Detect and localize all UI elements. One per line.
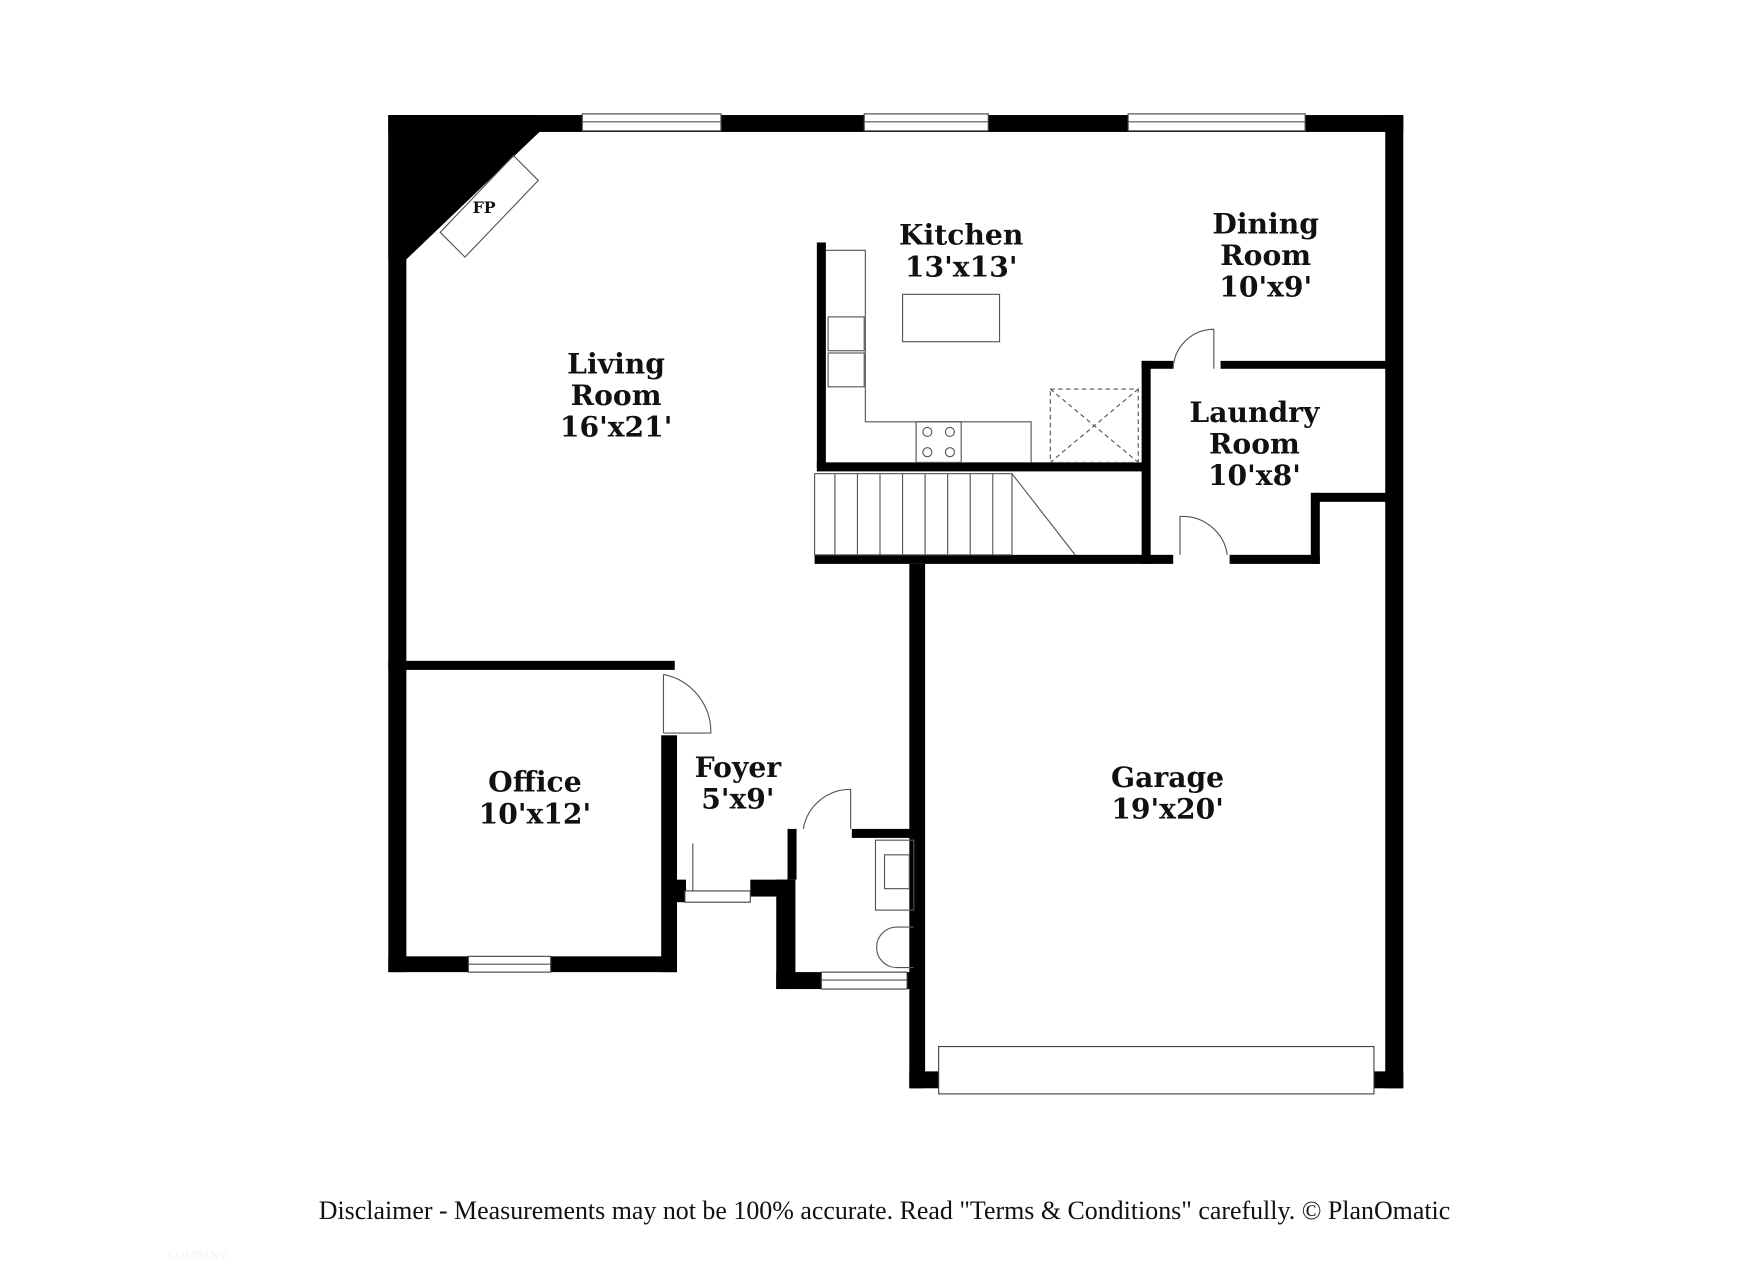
fixtures: FP — [439, 154, 1139, 969]
faint-watermark: COMPANY — [167, 1249, 228, 1263]
foyer-size: 5'x9' — [701, 783, 774, 816]
disclaimer: Disclaimer - Measurements may not be 100… — [319, 1196, 1451, 1225]
room-labels: Living Room 16'x21' Kitchen 13'x13' Dini… — [479, 207, 1321, 830]
laundry-room-size: 10'x8' — [1208, 459, 1301, 492]
office-size: 10'x12' — [479, 797, 592, 830]
kitchen-size: 13'x13' — [905, 250, 1018, 283]
dining-room-name-2: Room — [1220, 239, 1311, 272]
foyer-name: Foyer — [695, 751, 783, 784]
walls — [388, 115, 1404, 1089]
kitchen-name: Kitchen — [899, 219, 1023, 252]
office-name: Office — [488, 766, 582, 799]
dining-room-size: 10'x9' — [1219, 271, 1312, 304]
garage-size: 19'x20' — [1111, 793, 1224, 826]
living-room-name-2: Room — [571, 379, 662, 412]
garage-name: Garage — [1111, 761, 1224, 794]
living-room-name: Living — [567, 347, 665, 380]
laundry-room-name: Laundry — [1189, 396, 1321, 429]
living-room-size: 16'x21' — [560, 410, 673, 443]
dining-room-name: Dining — [1212, 207, 1319, 240]
fireplace-label: FP — [473, 198, 496, 217]
doors — [662, 328, 1228, 903]
laundry-room-name-2: Room — [1209, 427, 1300, 460]
windows — [467, 113, 1375, 1095]
